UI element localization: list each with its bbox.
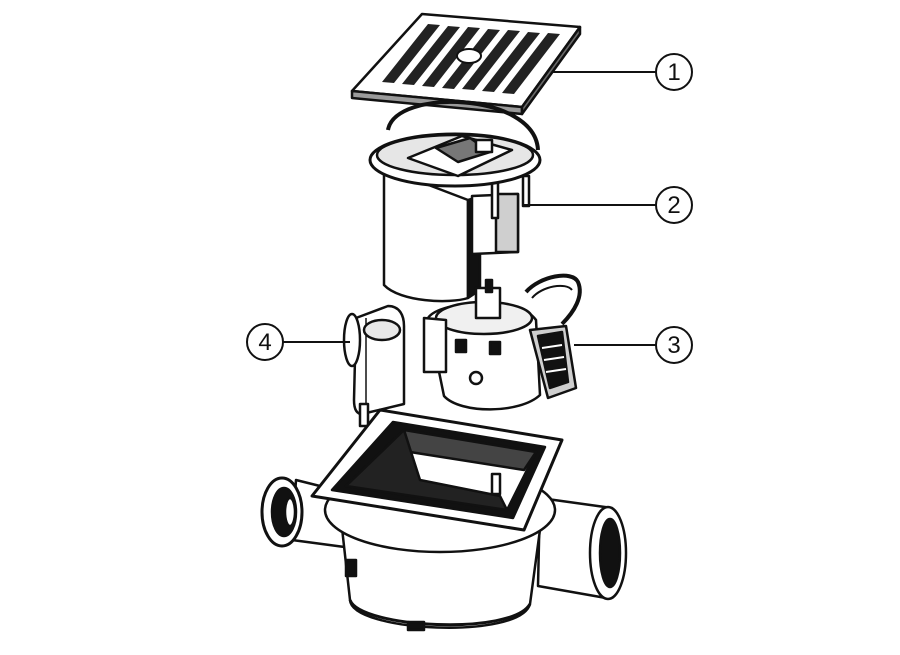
callout-leaders <box>283 71 656 346</box>
grate-part <box>350 12 582 116</box>
callout-1-label: 1 <box>667 59 680 86</box>
callout-1: 1 <box>655 53 693 91</box>
blanking-plug-part <box>342 304 406 428</box>
callout-4-label: 4 <box>258 329 271 356</box>
backflow-valve-part <box>422 273 582 411</box>
callout-3-label: 3 <box>667 332 680 359</box>
callout-4: 4 <box>246 323 284 361</box>
drain-housing <box>260 408 628 632</box>
callout-3: 3 <box>655 326 693 364</box>
callout-2: 2 <box>655 186 693 224</box>
callout-2-label: 2 <box>667 192 680 219</box>
odour-trap-bucket-part <box>368 99 542 303</box>
